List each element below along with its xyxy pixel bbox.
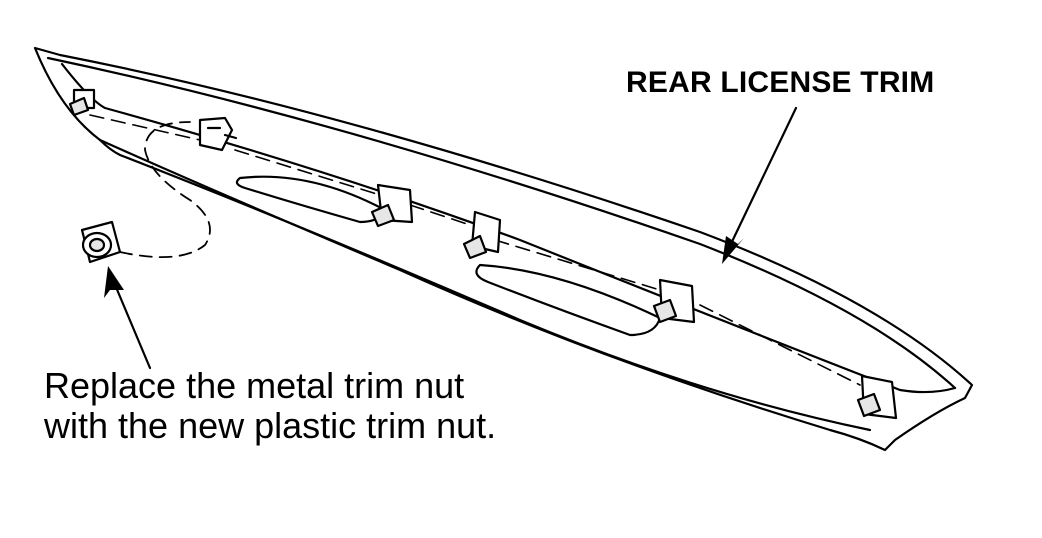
nut-arrowhead bbox=[104, 266, 124, 298]
nut-leader-dashed bbox=[119, 121, 211, 259]
centerline bbox=[89, 114, 861, 386]
clip-bracket bbox=[198, 116, 238, 152]
nut-arrow-shaft bbox=[111, 278, 152, 370]
instruction-label: Replace the metal trim nut with the new … bbox=[44, 366, 496, 446]
trim-arrowhead bbox=[722, 236, 744, 264]
trim-lower-lip bbox=[98, 138, 872, 432]
instruction-line-2: with the new plastic trim nut. bbox=[44, 405, 497, 446]
stud-2 bbox=[370, 183, 414, 228]
recess-right bbox=[475, 263, 662, 337]
plastic-trim-nut bbox=[80, 220, 122, 264]
trim-inner-flange bbox=[46, 56, 957, 390]
trim-arrow-shaft bbox=[726, 106, 798, 252]
stud-4 bbox=[652, 278, 696, 324]
stud-5 bbox=[856, 374, 898, 420]
instruction-line-1: Replace the metal trim nut bbox=[44, 365, 465, 406]
recess-left bbox=[235, 175, 387, 224]
part-name-label: REAR LICENSE TRIM bbox=[626, 66, 935, 99]
trim-inner-edge bbox=[60, 62, 957, 394]
stud-1 bbox=[68, 88, 96, 117]
stud-3 bbox=[462, 210, 502, 260]
trim-outline bbox=[33, 46, 974, 452]
